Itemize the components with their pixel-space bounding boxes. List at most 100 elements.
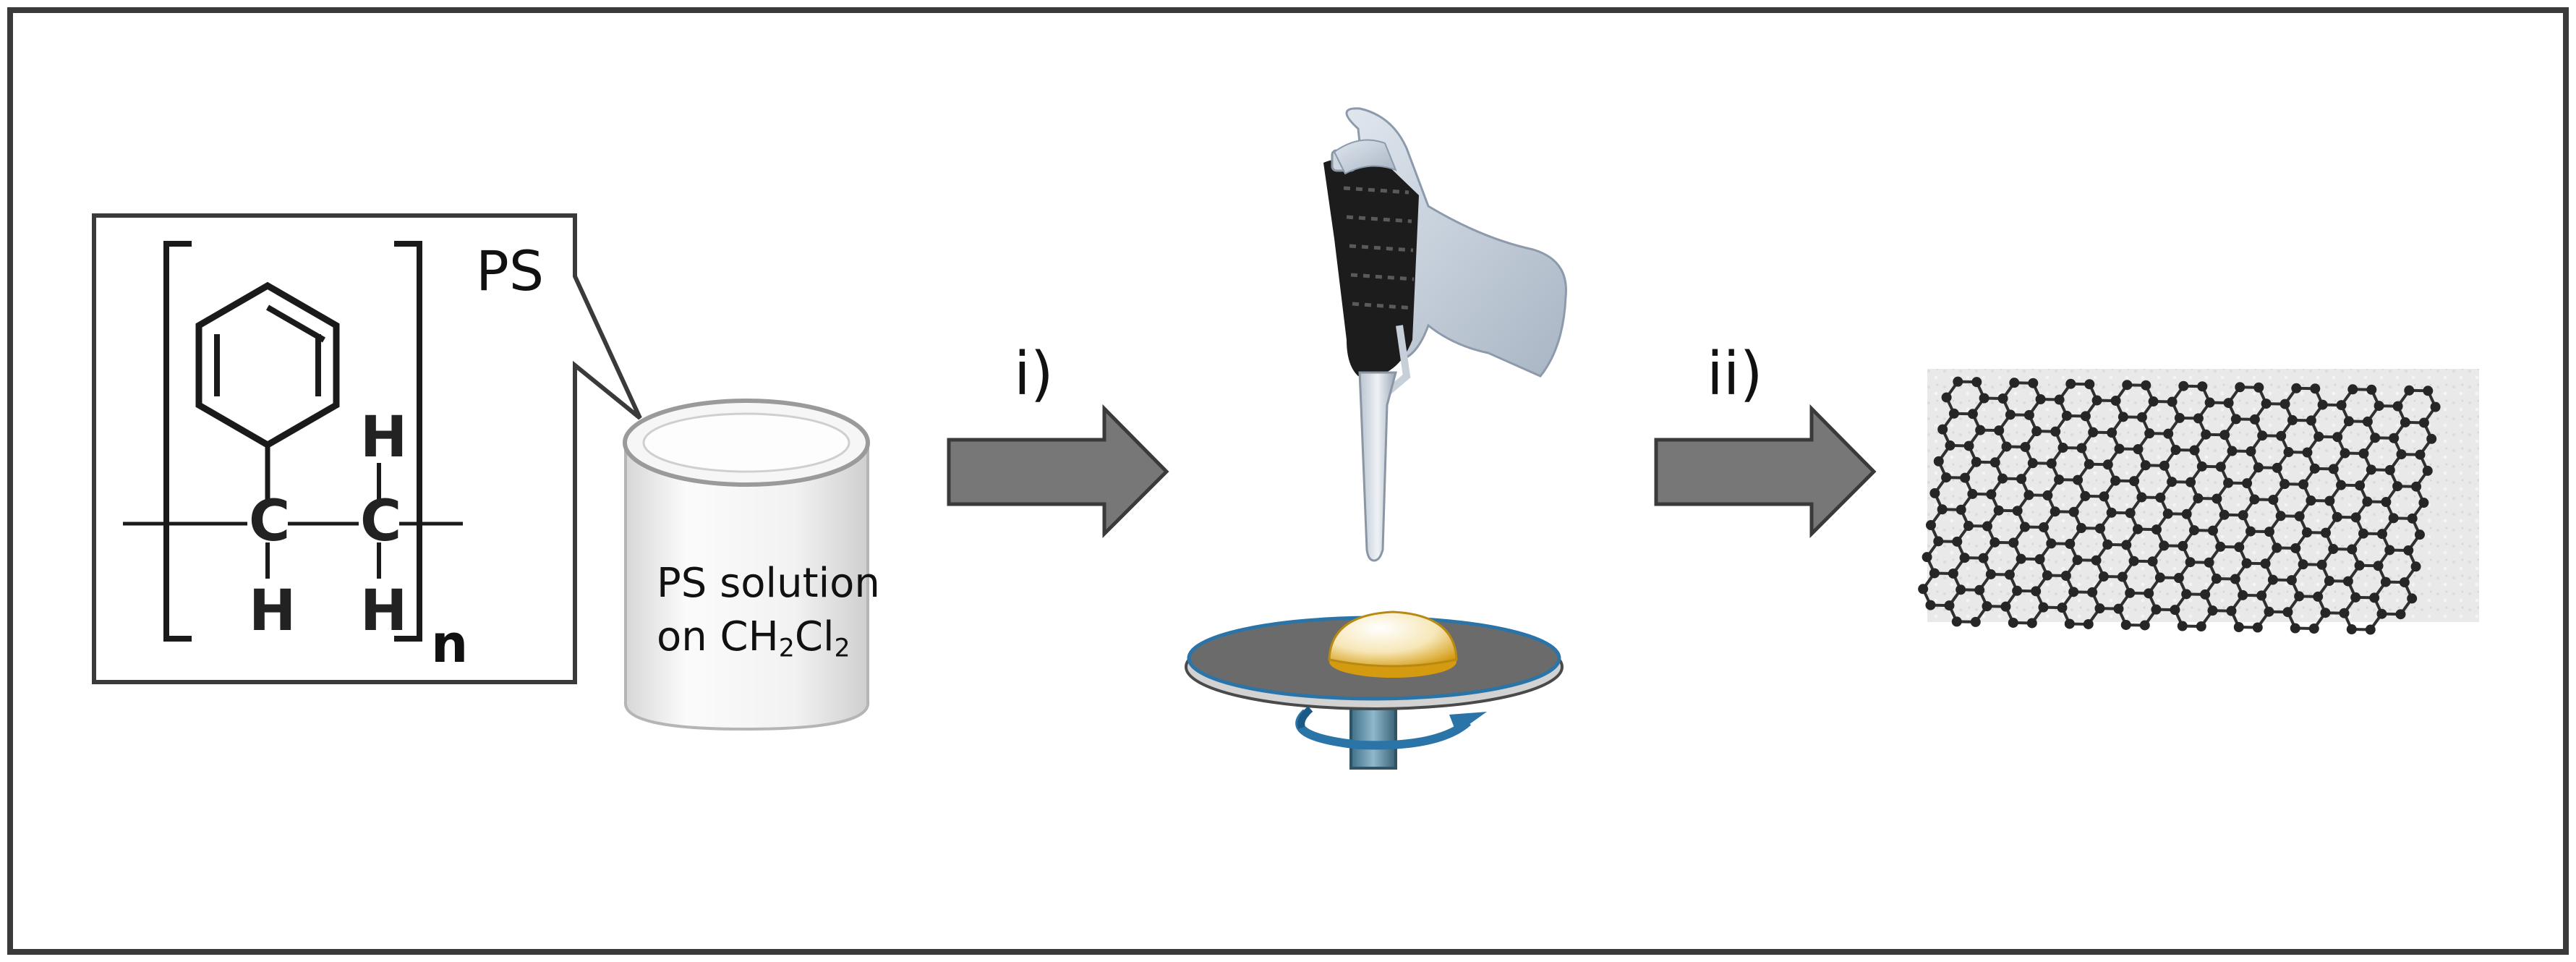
graphene-atom: [1967, 409, 1978, 420]
graphene-atom: [1982, 521, 1992, 532]
graphene-atom: [2185, 477, 2196, 488]
graphene-atom: [1967, 488, 1978, 499]
graphene-atom: [2350, 592, 2361, 603]
graphene-atom: [2080, 411, 2091, 422]
graphene-atom: [2388, 513, 2399, 524]
graphene-atom: [2114, 443, 2125, 454]
graphene-atom: [2129, 476, 2140, 487]
graphene-atom: [2185, 557, 2196, 568]
graphene-atom: [2380, 576, 2391, 587]
graphene-atom: [2083, 618, 2094, 629]
graphene-atom: [2358, 448, 2369, 459]
graphene-atom: [2027, 458, 2038, 469]
solution-label-line2: on CH2Cl2: [657, 613, 850, 663]
graphene-atom: [2219, 430, 2230, 440]
graphene-atom: [2362, 416, 2373, 427]
graphene-atom: [2094, 603, 2105, 614]
graphene-atom: [2328, 543, 2339, 554]
graphene-atom: [1933, 536, 1944, 547]
graphene-atom: [2407, 593, 2418, 604]
graphene-atom: [2031, 426, 2042, 437]
graphene-atom: [1918, 584, 1929, 595]
graphene-atom: [1985, 569, 1996, 579]
graphene-atom: [2046, 538, 2057, 549]
graphene-atom: [2064, 618, 2075, 629]
graphene-atom: [2264, 606, 2274, 617]
graphene-atom: [2107, 427, 2117, 438]
graphene-atom: [2418, 417, 2429, 428]
graphene-atom: [2392, 481, 2403, 492]
graphene-atom: [2091, 555, 2102, 566]
graphene-atom: [2212, 493, 2222, 504]
graphene-atom: [2117, 571, 2128, 582]
graphene-atom: [2365, 624, 2376, 635]
graphene-atom: [2219, 509, 2230, 520]
graphene-atom: [2226, 605, 2237, 616]
graphene-atom: [1933, 456, 1944, 467]
graphene-atom: [2366, 464, 2376, 475]
graphene-atom: [2313, 591, 2324, 602]
graphene-atom: [1997, 393, 2008, 404]
graphene-atom: [2031, 586, 2042, 597]
graphene-atom: [2144, 428, 2155, 439]
graphene-atom: [2268, 494, 2279, 505]
graphene-atom: [2113, 603, 2124, 614]
graphene-atom: [2054, 394, 2065, 405]
graphene-atom: [2181, 508, 2192, 519]
beaker-icon: [623, 399, 870, 731]
pipette-hand-icon: [1323, 107, 1567, 562]
graphene-atom: [1948, 408, 1959, 419]
graphene-atom: [2196, 621, 2206, 631]
graphene-atom: [1982, 601, 1992, 612]
graphene-atom: [2125, 587, 2136, 598]
graphene-atom: [2384, 464, 2395, 475]
graphene-atom: [2389, 433, 2400, 443]
graphene-atom: [2016, 553, 2026, 564]
graphene-atom: [2257, 430, 2268, 441]
graphene-atom: [2404, 385, 2415, 396]
graphene-atom: [2174, 412, 2185, 423]
graphene-atom: [2151, 604, 2162, 615]
graphene-atom: [2084, 459, 2094, 469]
polystyrene-structure-callout: [92, 213, 642, 684]
graphene-atom: [2141, 380, 2151, 391]
graphene-atom: [2201, 429, 2212, 440]
graphene-atom: [2430, 401, 2441, 412]
graphene-atom: [2400, 417, 2410, 427]
graphene-atom: [2139, 620, 2150, 631]
graphene-atom: [2061, 410, 2072, 421]
graphene-atom: [2121, 540, 2132, 550]
graphene-atom: [2230, 414, 2241, 425]
graphene-atom: [2151, 524, 2162, 535]
graphene-atom: [2132, 524, 2143, 535]
graphene-atom: [2422, 465, 2433, 476]
graphene-atom: [2376, 608, 2387, 619]
graphene-atom: [2178, 540, 2188, 551]
graphene-atom: [2060, 571, 2071, 582]
graphene-atom: [2034, 554, 2045, 565]
graphene-atom: [1941, 392, 1952, 403]
graphene-atom: [2279, 399, 2290, 409]
graphene-atom: [2163, 428, 2174, 439]
graphene-atom: [1989, 457, 2000, 468]
graphene-atom: [2238, 510, 2248, 521]
graphene-atom: [1929, 568, 1940, 579]
graphene-sheet-icon: [1918, 369, 2479, 635]
atom-h-bottom-2: H: [360, 579, 408, 644]
spin-coater-icon: [1185, 610, 1564, 770]
graphene-atom: [2347, 544, 2358, 555]
graphene-atom: [2038, 522, 2049, 533]
graphene-atom: [2148, 396, 2159, 407]
graphene-atom: [2235, 382, 2246, 393]
graphene-atom: [2370, 433, 2381, 443]
graphene-atom: [2057, 603, 2068, 613]
graphene-atom: [2084, 379, 2095, 390]
graphene-atom: [2381, 497, 2392, 508]
graphene-atom: [2294, 591, 2305, 602]
graphene-atom: [2091, 395, 2102, 406]
solution-label-line1: PS solution: [657, 560, 880, 607]
graphene-atom: [1963, 440, 1974, 451]
graphene-atom: [2147, 556, 2158, 567]
graphene-atom: [2042, 570, 2052, 581]
graphene-atom: [1922, 552, 1932, 563]
